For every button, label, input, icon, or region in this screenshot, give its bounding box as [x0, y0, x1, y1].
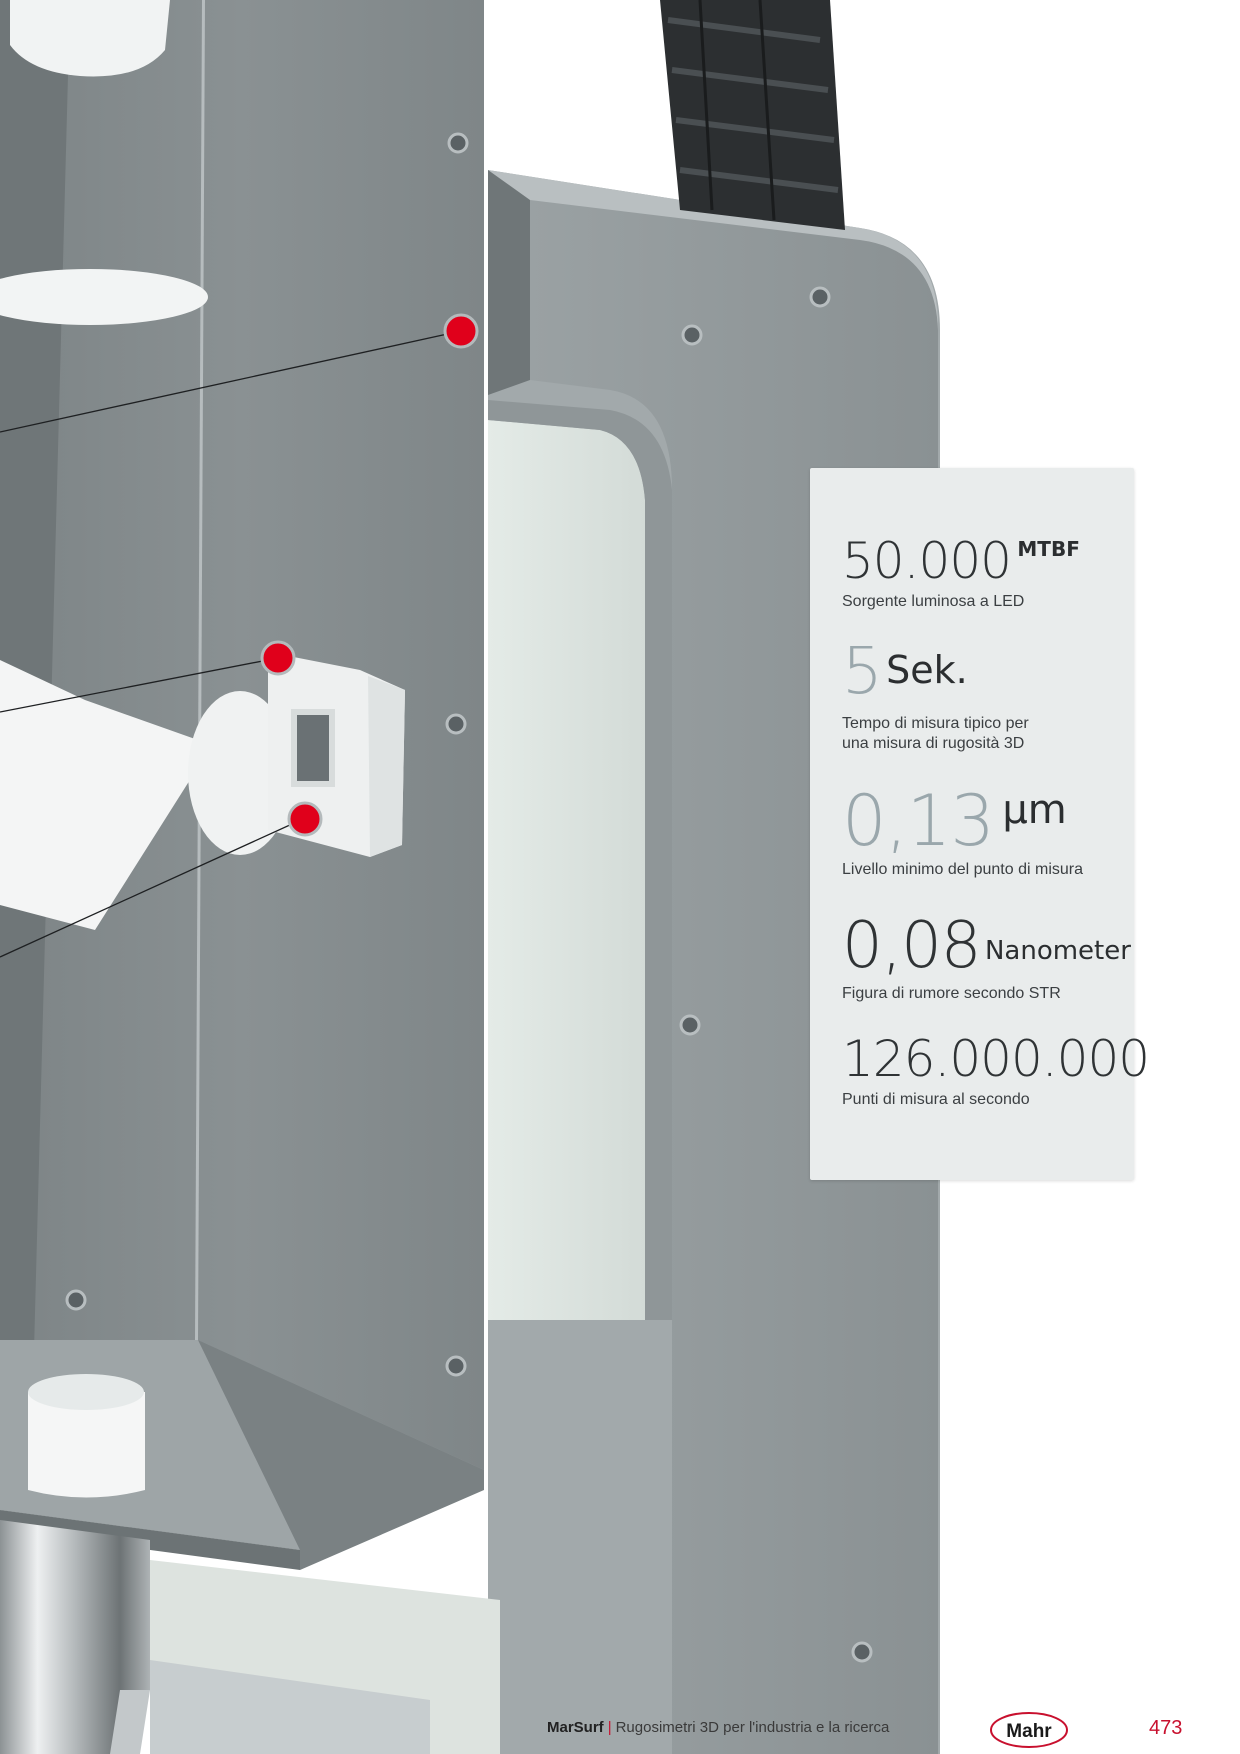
window-cutout [488, 420, 645, 1320]
hotspot-markers [260, 313, 479, 837]
stat-description: Livello minimo del punto di misura [842, 861, 1083, 878]
mahr-logo: Mahr [990, 1712, 1068, 1748]
stat-mtbf: 50.000 MTBF Sorgente luminosa a LED [842, 536, 1080, 612]
stat-value: 50.000 [842, 532, 1012, 590]
objective-lens [0, 1520, 150, 1754]
stat-noise: 0,08 Nanometer Figura di rumore secondo … [842, 914, 1131, 1004]
hotspot-marker[interactable] [443, 313, 479, 349]
footer-subtitle: Rugosimetri 3D per l'industria e la rice… [615, 1719, 890, 1736]
stat-description: Sorgente luminosa a LED [842, 593, 1025, 610]
specs-panel: 50.000 MTBF Sorgente luminosa a LED 5 Se… [810, 468, 1150, 1180]
stat-value: 126.000.000 [842, 1030, 1150, 1088]
stat-unit: Sek. [886, 648, 968, 692]
hotspot-marker[interactable] [260, 640, 296, 676]
stat-unit: Nanometer [984, 936, 1131, 966]
stat-description: Tempo di misura tipico per una misura di… [842, 715, 1029, 752]
footer-product: MarSurf [547, 1719, 604, 1736]
light-cylinder [28, 1392, 145, 1498]
footer-separator: | [607, 1719, 612, 1736]
hotspot-marker[interactable] [287, 801, 323, 837]
logo-text: Mahr [1006, 1721, 1052, 1742]
page-number: 473 [1149, 1717, 1183, 1739]
stat-value: 5 [842, 635, 883, 709]
stat-spot-size: 0,13 µm Livello minimo del punto di misu… [842, 786, 1083, 880]
top-lens-housing [10, 0, 170, 77]
cable-chain [660, 0, 845, 230]
stat-description: Punti di misura al secondo [842, 1091, 1030, 1108]
footer-caption: MarSurf|Rugosimetri 3D per l'industria e… [547, 1719, 889, 1736]
stat-value: 0,13 [842, 780, 995, 862]
stat-points-per-second: 126.000.000 Punti di misura al secondo [842, 1034, 1150, 1110]
mirror-plate [0, 660, 212, 930]
stat-unit: µm [1002, 787, 1067, 833]
stat-value: 0,08 [842, 909, 981, 983]
stat-unit: MTBF [1017, 537, 1080, 561]
stat-description: Figura di rumore secondo STR [842, 985, 1061, 1002]
filter-disc [188, 691, 292, 855]
lens [0, 269, 208, 325]
screws [65, 132, 873, 1663]
callout-lines [0, 330, 462, 958]
stat-measure-time: 5 Sek. Tempo di misura tipico per una mi… [842, 640, 1052, 754]
